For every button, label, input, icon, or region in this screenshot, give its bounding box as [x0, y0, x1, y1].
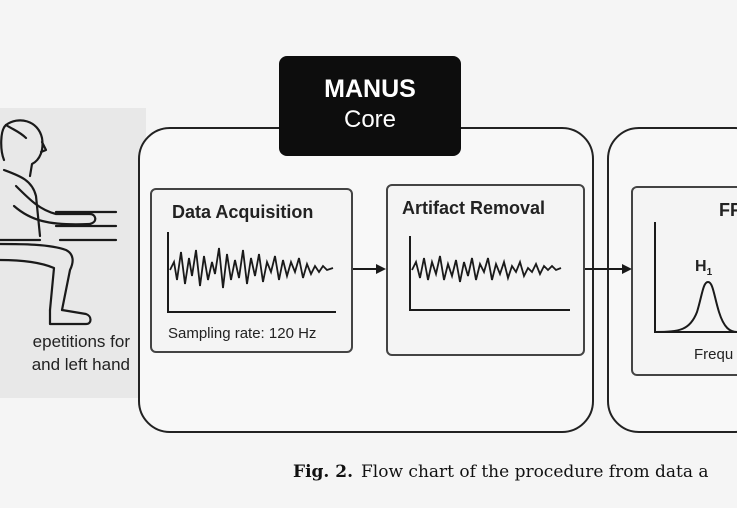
artifact-plot-axes: [409, 236, 570, 311]
stage-title: FF: [719, 200, 737, 220]
sampling-rate-label: Sampling rate: 120 Hz: [168, 325, 317, 342]
arrow-artifact-to-fft: [585, 264, 632, 274]
clean-signal-waveform: [411, 255, 562, 283]
peak-label-sub: 1: [706, 267, 713, 279]
core-subtitle: Core: [343, 106, 397, 133]
figure-caption: Fig. 2. Flow chart of the procedure from …: [293, 462, 709, 482]
arrow-acq-to-artifact: [353, 264, 386, 274]
core-title: MANUS: [324, 75, 416, 103]
seated-person-icon: [0, 119, 118, 326]
participant-caption: epetitions for and left hand: [31, 332, 130, 374]
fft-peak-label: H1: [695, 258, 712, 278]
figure-label: Fig. 2.: [293, 462, 353, 482]
participant-panel: [0, 108, 146, 398]
raw-signal-waveform: [169, 247, 334, 289]
stage-fft: FF: [631, 186, 737, 376]
fft-axis-label: Frequ: [694, 346, 734, 363]
stage-title: Artifact Removal: [402, 198, 546, 218]
stage-title: Data Acquisition: [172, 202, 314, 222]
figure-caption-text: Flow chart of the procedure from data a: [361, 462, 709, 482]
manus-core-badge: MANUS Core: [279, 56, 461, 156]
peak-label-main: H: [695, 258, 707, 275]
acquisition-plot-axes: [167, 232, 336, 313]
fft-plot: [654, 222, 737, 333]
